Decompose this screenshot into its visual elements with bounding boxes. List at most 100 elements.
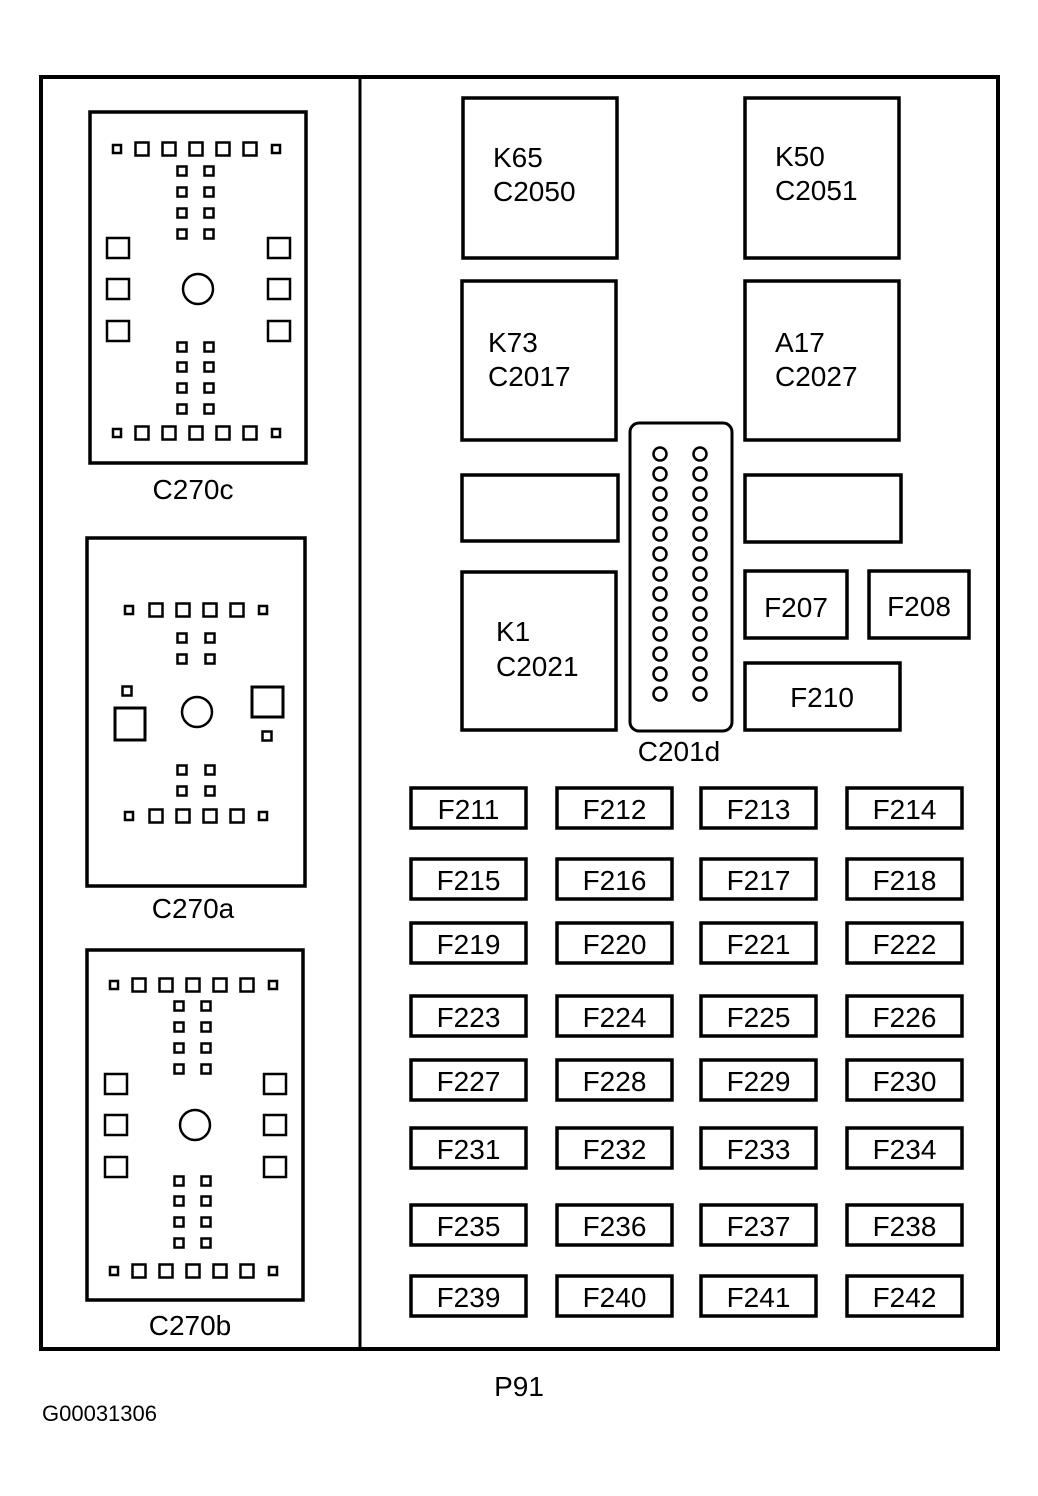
- pin: [692, 526, 708, 542]
- fuse-f215[interactable]: F215: [409, 857, 528, 901]
- fuse-f213[interactable]: F213: [699, 786, 818, 830]
- pin: [257, 604, 269, 616]
- pin: [692, 586, 708, 602]
- fuse-label: F239: [437, 1282, 501, 1313]
- fuse-f219[interactable]: F219: [409, 921, 528, 965]
- fuse-label: F233: [727, 1134, 791, 1165]
- pin: [203, 361, 215, 373]
- fuse-f234[interactable]: F234: [845, 1126, 964, 1170]
- pin: [652, 506, 668, 522]
- fuse-label: F207: [764, 592, 828, 623]
- connector-label-c270b: C270b: [149, 1310, 232, 1341]
- pin: [176, 207, 188, 219]
- pin: [692, 646, 708, 662]
- fuse-f208[interactable]: F208: [867, 569, 971, 640]
- pin: [161, 141, 177, 157]
- relay-k73[interactable]: K73 C2017: [460, 279, 618, 442]
- fuse-f232[interactable]: F232: [555, 1126, 674, 1170]
- pin: [185, 977, 201, 993]
- pin: [176, 361, 188, 373]
- relay-k65[interactable]: K65 C2050: [461, 96, 619, 260]
- fuse-f227[interactable]: F227: [409, 1058, 528, 1102]
- relay-k1[interactable]: K1 C2021: [460, 570, 618, 732]
- relay-a17[interactable]: A17 C2027: [743, 279, 901, 442]
- fuse-label: F210: [790, 682, 854, 713]
- fuse-f239[interactable]: F239: [409, 1274, 528, 1318]
- connector-c270c: [88, 110, 308, 465]
- fuse-f212[interactable]: F212: [555, 786, 674, 830]
- pin: [652, 626, 668, 642]
- pin: [200, 1216, 212, 1228]
- fuse-f216[interactable]: F216: [555, 857, 674, 901]
- fuse-label: F211: [438, 794, 500, 825]
- pin: [270, 143, 282, 155]
- pin: [266, 236, 292, 260]
- fuse-f222[interactable]: F222: [845, 921, 964, 965]
- fuse-f207[interactable]: F207: [743, 569, 849, 640]
- fuse-f220[interactable]: F220: [555, 921, 674, 965]
- pin: [131, 977, 147, 993]
- pin: [121, 685, 133, 697]
- fuse-f241[interactable]: F241: [699, 1274, 818, 1318]
- fuse-f223[interactable]: F223: [409, 994, 528, 1038]
- fuse-f235[interactable]: F235: [409, 1203, 528, 1247]
- pin: [239, 1263, 255, 1279]
- pin: [188, 141, 204, 157]
- fuse-f221[interactable]: F221: [699, 921, 818, 965]
- fuse-label: F235: [437, 1211, 501, 1242]
- pin: [134, 141, 150, 157]
- pin: [652, 666, 668, 682]
- pin: [203, 228, 215, 240]
- pin: [113, 706, 147, 742]
- pin: [652, 586, 668, 602]
- pin: [204, 785, 216, 797]
- fuse-f238[interactable]: F238: [845, 1203, 964, 1247]
- fuse-label: F227: [437, 1066, 501, 1097]
- fuse-f242[interactable]: F242: [845, 1274, 964, 1318]
- fuse-f236[interactable]: F236: [555, 1203, 674, 1247]
- center-stud: [180, 695, 214, 729]
- pin: [204, 653, 216, 665]
- pin: [123, 810, 135, 822]
- fuse-f214[interactable]: F214: [845, 786, 964, 830]
- blank-slot-left: [460, 473, 620, 543]
- pin: [200, 1000, 212, 1012]
- fuse-f229[interactable]: F229: [699, 1058, 818, 1102]
- fuse-label: F216: [583, 865, 647, 896]
- fuse-f218[interactable]: F218: [845, 857, 964, 901]
- pin: [652, 566, 668, 582]
- fuse-label: F240: [583, 1282, 647, 1313]
- pin: [176, 632, 188, 644]
- fuse-f230[interactable]: F230: [845, 1058, 964, 1102]
- fuse-f240[interactable]: F240: [555, 1274, 674, 1318]
- pin: [105, 319, 131, 343]
- pin: [215, 141, 231, 157]
- fuse-f224[interactable]: F224: [555, 994, 674, 1038]
- relay-k50[interactable]: K50 C2051: [743, 96, 901, 260]
- relay-connector-label: C2021: [496, 651, 579, 682]
- fuse-f231[interactable]: F231: [409, 1126, 528, 1170]
- fuse-f237[interactable]: F237: [699, 1203, 818, 1247]
- fuse-f226[interactable]: F226: [845, 994, 964, 1038]
- pin: [111, 143, 123, 155]
- center-stud: [181, 272, 215, 306]
- pin: [652, 686, 668, 702]
- pin: [692, 466, 708, 482]
- pin: [204, 764, 216, 776]
- pin: [103, 1072, 129, 1096]
- pin: [202, 602, 218, 618]
- fuse-f233[interactable]: F233: [699, 1126, 818, 1170]
- pin: [158, 1263, 174, 1279]
- fuse-f228[interactable]: F228: [555, 1058, 674, 1102]
- fuse-label: F237: [727, 1211, 791, 1242]
- fuse-f211[interactable]: F211: [409, 786, 528, 830]
- fuse-label: F224: [583, 1002, 647, 1033]
- pin: [242, 425, 258, 441]
- fuse-label: F219: [437, 929, 501, 960]
- fuse-f225[interactable]: F225: [699, 994, 818, 1038]
- fuse-f210[interactable]: F210: [743, 661, 902, 732]
- fuse-f217[interactable]: F217: [699, 857, 818, 901]
- pin: [173, 1042, 185, 1054]
- pin: [229, 808, 245, 824]
- pin: [692, 566, 708, 582]
